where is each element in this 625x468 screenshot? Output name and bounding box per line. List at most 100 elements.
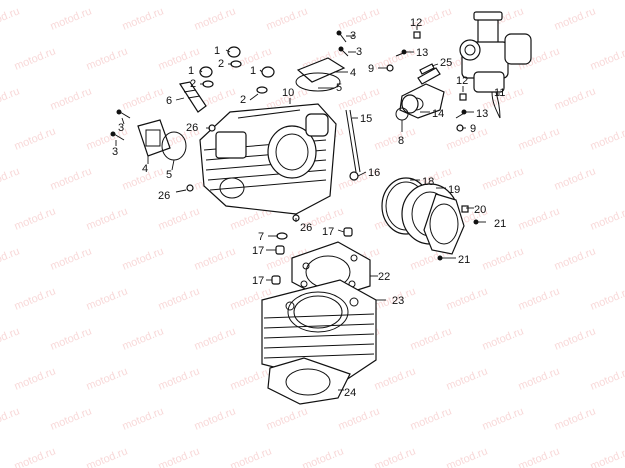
watermark-text: motod.ru [481,165,526,192]
watermark-text: motod.ru [373,45,418,72]
watermark-text: motod.ru [157,205,202,232]
watermark-text: motod.ru [553,5,598,32]
watermark-text: motod.ru [517,445,562,468]
watermark-text: motod.ru [13,205,58,232]
watermark-text: motod.ru [49,325,94,352]
callout-12: 12 [410,17,422,29]
callout-26: 26 [158,190,170,202]
watermark-text: motod.ru [589,125,625,152]
watermark-text: motod.ru [445,445,490,468]
watermark-text: motod.ru [0,165,21,192]
callout-12: 12 [456,75,468,87]
callout-21: 21 [458,254,470,266]
watermark-text: motod.ru [265,5,310,32]
callout-2: 2 [240,94,246,106]
watermark-text: motod.ru [121,85,166,112]
watermark-text: motod.ru [49,5,94,32]
watermark-text: motod.ru [589,285,625,312]
watermark-text: motod.ru [481,325,526,352]
watermark-text: motod.ru [445,125,490,152]
watermark-text: motod.ru [49,245,94,272]
callout-20: 20 [474,204,486,216]
callout-13: 13 [416,47,428,59]
callout-14: 14 [432,108,444,120]
watermark-text: motod.ru [589,205,625,232]
cylinder-base-gasket [267,357,351,405]
callout-10: 10 [282,87,294,99]
callout-2: 2 [218,58,224,70]
callout-3: 3 [118,122,124,134]
spark-plug [179,81,207,113]
watermark-text: motod.ru [49,405,94,432]
watermark-text: motod.ru [337,405,382,432]
watermark-text: motod.ru [121,245,166,272]
callout-26: 26 [186,122,198,134]
watermark-text: motod.ru [301,445,346,468]
watermark-text: motod.ru [85,445,130,468]
callout-26: 26 [300,222,312,234]
callout-24: 24 [344,387,356,399]
watermark-text: motod.ru [85,285,130,312]
watermark-text: motod.ru [121,5,166,32]
callout-5: 5 [166,169,172,181]
watermark-text: motod.ru [337,85,382,112]
watermark-text: motod.ru [373,365,418,392]
callout-15: 15 [360,113,372,125]
callout-21: 21 [494,218,506,230]
callout-5: 5 [336,82,342,94]
watermark-text: motod.ru [13,125,58,152]
callout-8: 8 [398,135,404,147]
carburetor [459,11,532,119]
watermark-text: motod.ru [157,285,202,312]
watermark-text: motod.ru [49,85,94,112]
watermark-text: motod.ru [409,325,454,352]
cylinder-head [199,103,337,215]
callouts: 1 1 1 2 2 2 3 3 3 3 4 4 5 5 6 7 8 9 [112,17,506,399]
cylinder-block [261,279,377,385]
stud-bolt [345,109,361,173]
watermark-text: motod.ru [229,365,274,392]
watermark-text: motod.ru [553,165,598,192]
watermark-text: motod.ru [121,325,166,352]
callout-17: 17 [252,275,264,287]
watermark-text: motod.ru [445,285,490,312]
callout-4: 4 [350,67,356,79]
watermark-text: motod.ru [13,285,58,312]
callout-3: 3 [356,46,362,58]
watermark-text: motod.ru [121,405,166,432]
valve-cover-right [295,57,346,92]
callout-9: 9 [470,123,476,135]
watermark-text: motod.ru [13,365,58,392]
watermark-text: motod.ru [229,445,274,468]
callout-13: 13 [476,108,488,120]
watermark-text: motod.ru [553,325,598,352]
watermark-text: motod.ru [0,85,21,112]
callout-17: 17 [322,226,334,238]
callout-1: 1 [188,65,194,77]
watermark-text: motod.ru [157,445,202,468]
callout-7: 7 [258,231,264,243]
watermark-text: motod.ru [157,365,202,392]
callout-11: 11 [494,87,505,99]
watermark-text: motod.ru [409,405,454,432]
watermark-text: motod.ru [193,325,238,352]
watermark-text: motod.ru [0,245,21,272]
callout-17: 17 [252,245,264,257]
callout-3: 3 [350,30,356,42]
watermark-text: motod.ru [553,405,598,432]
callout-6: 6 [166,95,172,107]
watermark-text: motod.ru [481,405,526,432]
watermark-text: motod.ru [481,245,526,272]
watermark-text: motod.ru [589,45,625,72]
watermark-text: motod.ru [193,245,238,272]
watermark-text: motod.ru [373,125,418,152]
callout-22: 22 [378,271,390,283]
callout-25: 25 [440,57,452,69]
cam-cover-assembly [381,177,465,255]
watermark-text: motod.ru [85,45,130,72]
hardware-small [110,30,479,285]
watermark-text: motod.ru [0,405,21,432]
watermark-text: motod.ru [13,45,58,72]
watermark-text: motod.ru [445,365,490,392]
